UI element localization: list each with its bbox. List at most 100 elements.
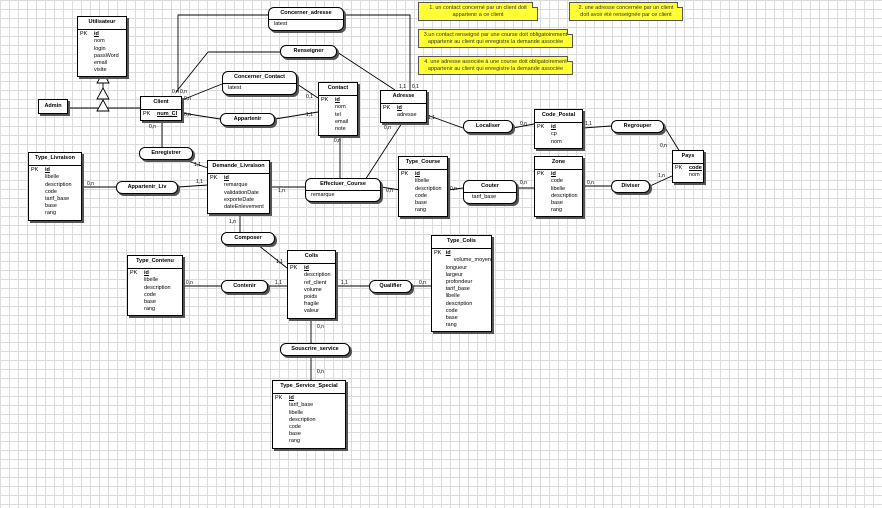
assoc-title: Contenir (233, 283, 256, 289)
assoc-appartenir[interactable]: Appartenir (220, 113, 275, 126)
field: nom (335, 104, 346, 111)
constraint-note-2[interactable]: 2. une adresse concernée par un client d… (569, 2, 683, 21)
field: code (289, 424, 301, 431)
cardinality-label: 1,1 (399, 84, 406, 90)
entity-title: Zone (535, 157, 582, 171)
pk-field: id (224, 175, 229, 182)
cardinality-label: 1,1 (276, 259, 283, 265)
entity-adresse[interactable]: Adresse PK id adresse (380, 90, 427, 123)
pk-field: id (45, 167, 50, 174)
pk-field: id (397, 105, 402, 112)
entity-demande-livraison[interactable]: Demande_Livraison PK id remarque validat… (207, 160, 270, 215)
assoc-prop: tarif_base (472, 194, 497, 200)
field: email (94, 60, 108, 67)
field: passWord (94, 52, 119, 59)
field: description (415, 185, 442, 192)
pk-label: PK (80, 31, 88, 38)
cardinality-label: 1,n (658, 173, 665, 179)
field: libelle (551, 185, 566, 192)
field: code (45, 188, 57, 195)
cardinality-label: 0,n (450, 186, 457, 192)
pk-field: id (304, 265, 309, 272)
entity-title: Client (141, 97, 181, 111)
field: nom (94, 38, 105, 45)
field: ref_client (304, 279, 327, 286)
entity-title: Demande_Livraison (208, 161, 269, 175)
entity-type-service-special[interactable]: Type_Service_Special PK id tarif_base li… (272, 380, 346, 449)
assoc-composer[interactable]: Composer (221, 232, 275, 245)
entity-title: Type_Course (399, 157, 447, 171)
field: description (304, 272, 331, 279)
field: libelle (45, 174, 60, 181)
assoc-contenir[interactable]: Contenir (221, 280, 268, 293)
assoc-title: Composer (234, 235, 262, 241)
assoc-concerner-adresse[interactable]: Concerner_adresse latest (268, 7, 344, 31)
entity-title: Type_Colis (432, 236, 491, 250)
entity-admin[interactable]: Admin (38, 99, 68, 115)
assoc-diviser[interactable]: Diviser (611, 180, 650, 193)
assoc-appartenir-liv[interactable]: Appartenir_Liv (116, 181, 178, 194)
assoc-qualifier[interactable]: Qualifier (369, 280, 412, 293)
cardinality-label: 1,1 (341, 280, 348, 286)
entity-client[interactable]: Client PK num_Cl (140, 96, 182, 122)
field: rang (415, 207, 427, 214)
cardinality-label: 0,n (587, 180, 594, 186)
entity-type-course[interactable]: Type_Course PK id libelle description co… (398, 156, 448, 218)
field: remarque (224, 182, 248, 189)
assoc-title: Appartenir (233, 116, 262, 122)
entity-contact[interactable]: Contact PK id nom tel email note (318, 82, 358, 137)
entity-type-colis[interactable]: Type_Colis PK id volume_moyen longueur l… (431, 235, 492, 333)
field: visite (94, 67, 107, 74)
assoc-prop: latest (274, 21, 288, 27)
field: rang (289, 438, 301, 445)
assoc-title: Souscrire_service (291, 346, 339, 352)
entity-title: Colis (288, 251, 335, 265)
constraint-note-3[interactable]: 3.un contact renseigné par une course do… (418, 29, 573, 48)
entity-utilisateur[interactable]: Utilisateur PK id nom login passWord ema… (77, 16, 127, 78)
assoc-title: Concerner_Contact (223, 72, 296, 84)
field: description (144, 284, 171, 291)
constraint-note-1[interactable]: 1. un contact concerné par un client doi… (418, 2, 538, 21)
assoc-effectuer-course[interactable]: Effectuer_Course remarque (305, 178, 381, 202)
field: longueur (445, 264, 468, 271)
cardinality-label: 0,n (149, 124, 156, 130)
field: dateEnlevement (224, 204, 264, 211)
pk-field: id (144, 270, 149, 277)
assoc-souscrire-service[interactable]: Souscrire_service (280, 343, 350, 356)
field: volume (304, 286, 322, 293)
assoc-prop: remarque (311, 192, 335, 198)
assoc-renseigner[interactable]: Renseigner (280, 45, 337, 58)
assoc-couter[interactable]: Couter tarif_base (463, 180, 517, 204)
assoc-title: Effectuer_Course (306, 179, 380, 191)
assoc-localiser[interactable]: Localiser (463, 120, 513, 133)
field: rang (551, 207, 563, 214)
assoc-concerner-contact[interactable]: Concerner_Contact latest (222, 71, 297, 95)
constraint-note-4[interactable]: 4. une adresse associée à une course doi… (418, 56, 573, 75)
pk-field: id (335, 97, 340, 104)
pk-label: PK (31, 167, 39, 174)
cardinality-label: 0,n (660, 143, 667, 149)
entity-pays[interactable]: Pays PK code nom (672, 150, 704, 183)
field: libelle (289, 409, 304, 416)
assoc-regrouper[interactable]: Regrouper (611, 120, 664, 133)
cardinality-label: 0,n (384, 125, 391, 131)
entity-colis[interactable]: Colis PK id description ref_client volum… (287, 250, 336, 319)
pk-label: PK (537, 171, 545, 178)
cardinality-label: 0,n (334, 138, 341, 144)
pk-field: id (551, 124, 556, 131)
cardinality-label: 1,1 (428, 115, 435, 121)
pk-label: PK (675, 165, 683, 172)
field: nom (551, 138, 562, 145)
assoc-title: Couter (464, 181, 516, 193)
entity-type-contenu[interactable]: Type_Contenu PK id libelle description c… (127, 255, 183, 317)
cardinality-label: 1,n (229, 219, 236, 225)
assoc-enregistrer[interactable]: Enregistrer (139, 147, 193, 160)
field: fragile (304, 301, 319, 308)
field: code (445, 307, 458, 314)
entity-title: Type_Contenu (128, 256, 182, 270)
pk-label: PK (537, 124, 545, 131)
entity-type-livraison[interactable]: Type_Livraison PK id libelle description… (28, 152, 82, 221)
entity-zone[interactable]: Zone PK id code libelle description base… (534, 156, 583, 218)
field: valeur (304, 308, 319, 315)
entity-code-postal[interactable]: Code_Postal PK id cp nom (534, 109, 583, 149)
